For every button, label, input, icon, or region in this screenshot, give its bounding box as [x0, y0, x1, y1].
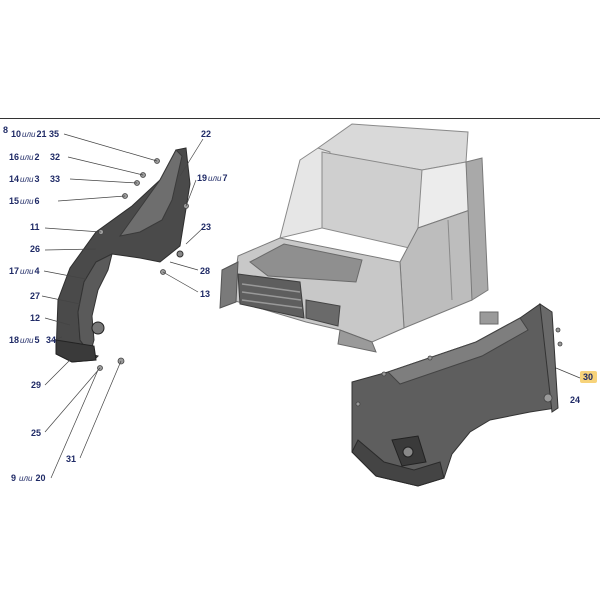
- callout-or-word: или: [20, 153, 34, 162]
- callout-24: 24: [570, 395, 581, 405]
- callout-19-or-7: 19или7: [197, 173, 227, 184]
- callout-22: 22: [201, 129, 212, 139]
- callout-5: 5: [34, 335, 40, 345]
- callout-or-word: или: [20, 175, 34, 184]
- callout-17-or-4: 17или4: [9, 266, 39, 277]
- callout-13: 13: [200, 289, 211, 299]
- callout-17: 17: [9, 266, 20, 276]
- callout-27: 27: [30, 291, 41, 301]
- callout-or-word: или: [22, 130, 36, 139]
- callout-or-word: или: [20, 336, 34, 345]
- callout-25: 25: [31, 428, 42, 438]
- callout-33: 33: [49, 174, 60, 184]
- callout-7: 7: [222, 173, 228, 183]
- callout-21: 21: [36, 129, 47, 139]
- callout-19: 19: [197, 173, 208, 183]
- callout-10-or-21-35: 10или21 35: [11, 129, 59, 140]
- callout-34: 34: [45, 335, 56, 345]
- right-front-fender: [351, 302, 559, 487]
- callout-29: 29: [31, 380, 42, 390]
- callout-15-or-6: 15или6: [9, 196, 39, 207]
- callout-30-highlight: [580, 371, 597, 383]
- callout-30: 30: [583, 372, 594, 382]
- callout-16-or-2-32: 16или2 32: [9, 152, 60, 163]
- callout-or-word: или: [20, 267, 34, 276]
- callout-31: 31: [66, 454, 77, 464]
- callout-18-or-5-34: 18или5 34: [9, 335, 56, 346]
- callout-or-word: или: [208, 174, 222, 183]
- callout-14: 14: [9, 174, 20, 184]
- callout-9: 9: [11, 473, 17, 483]
- callout-6: 6: [34, 196, 40, 206]
- callout-23: 23: [201, 222, 212, 232]
- callout-20: 20: [35, 473, 46, 483]
- callout-or-word: или: [20, 197, 34, 206]
- callout-3: 3: [34, 174, 40, 184]
- callout-4: 4: [34, 266, 40, 276]
- callout-11: 11: [30, 222, 40, 232]
- top-divider: [0, 118, 600, 119]
- callout-12: 12: [30, 313, 41, 323]
- callout-8: 8: [3, 125, 9, 135]
- callout-18: 18: [9, 335, 20, 345]
- callout-10: 10: [11, 129, 22, 139]
- callout-14-or-3-33: 14или3 33: [9, 174, 60, 185]
- callout-15: 15: [9, 196, 20, 206]
- cab-assembly: [219, 123, 499, 353]
- callout-26: 26: [30, 244, 41, 254]
- callout-or-word: или: [19, 474, 33, 483]
- leader-lines: [41, 133, 581, 479]
- callout-16: 16: [9, 152, 20, 162]
- callout-2: 2: [34, 152, 40, 162]
- callout-35: 35: [48, 129, 59, 139]
- left-wheel-arch-liner: [55, 147, 191, 363]
- callout-32: 32: [49, 152, 60, 162]
- callout-28: 28: [200, 266, 211, 276]
